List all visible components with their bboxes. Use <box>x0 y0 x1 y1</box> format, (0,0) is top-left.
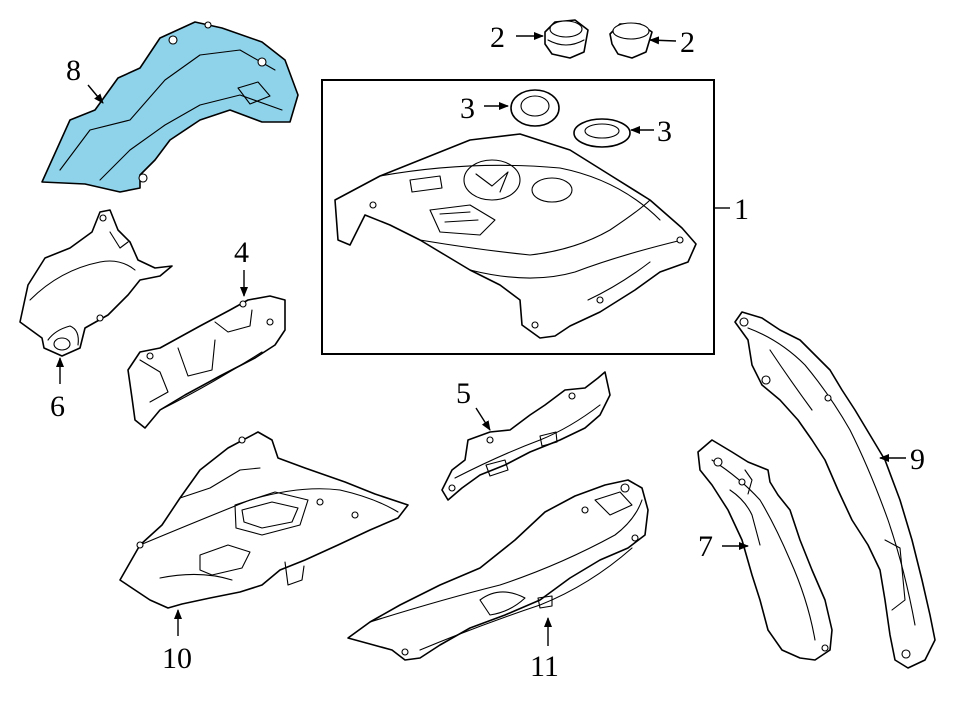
callout-2a: 2 <box>490 21 505 54</box>
part-4-shield <box>127 295 286 429</box>
leader-8 <box>87 84 104 104</box>
part-5-bracket <box>441 371 611 501</box>
part-3-seal-left <box>510 89 560 127</box>
leader-2b <box>649 36 677 45</box>
part-2-grommet-right <box>609 22 653 59</box>
part-3-seal-right <box>573 118 631 148</box>
callout-4: 4 <box>234 236 249 269</box>
callout-6: 6 <box>50 390 65 423</box>
callout-2b: 2 <box>680 26 695 59</box>
part-7-side-shield <box>697 439 833 661</box>
callout-8: 8 <box>66 54 81 87</box>
leader-5 <box>475 407 491 431</box>
part-8-heat-shield <box>41 21 299 193</box>
part-9-long-shield <box>734 311 936 669</box>
part-1-engine-cover <box>334 133 697 339</box>
callout-7: 7 <box>698 530 713 563</box>
callout-3b: 3 <box>657 115 672 148</box>
part-2-grommet-left <box>544 19 589 59</box>
part-10-floor-shield <box>119 431 409 609</box>
callout-9: 9 <box>910 443 925 476</box>
callout-1: 1 <box>734 193 749 226</box>
callout-3a: 3 <box>460 92 475 125</box>
part-1-frame <box>321 79 715 355</box>
part-6-bracket <box>19 209 173 357</box>
callout-5: 5 <box>456 377 471 410</box>
part-11-tunnel-shield <box>347 479 649 661</box>
callout-11: 11 <box>530 650 559 683</box>
callout-10: 10 <box>162 642 192 675</box>
